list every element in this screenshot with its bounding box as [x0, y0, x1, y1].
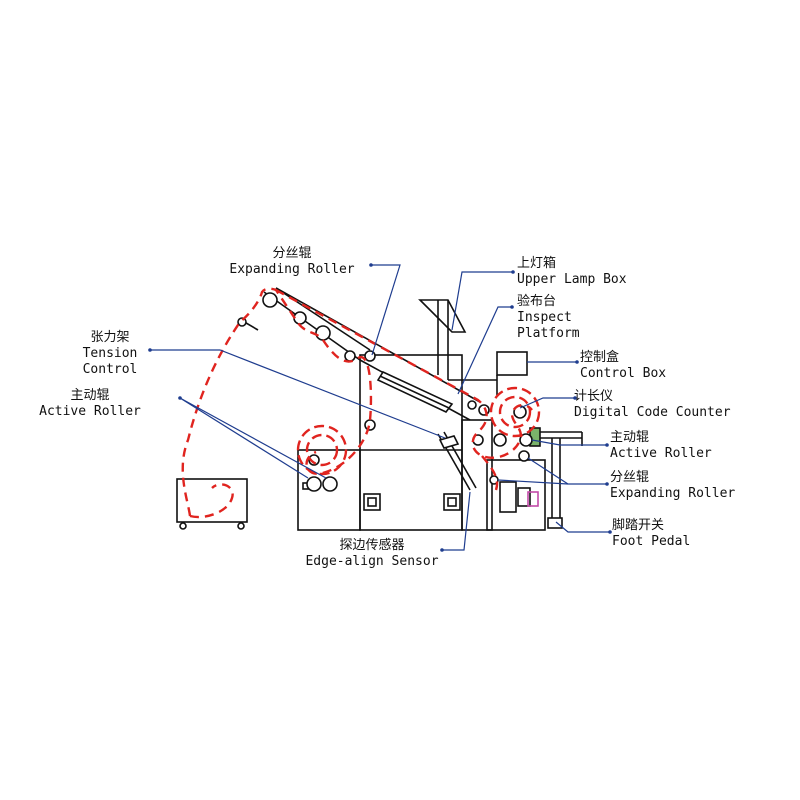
rollers	[237, 292, 533, 492]
right-rotation-ring	[489, 386, 541, 438]
leader-expanding-roller-right-a	[527, 457, 607, 485]
roller	[262, 292, 278, 308]
upper-beam	[263, 291, 361, 361]
label-en-1: Inspect	[517, 310, 572, 325]
label-en: Active Roller	[39, 404, 141, 419]
label-edge-align-sensor: 探边传感器 Edge-align Sensor	[302, 538, 442, 570]
label-zh: 上灯箱	[517, 256, 557, 271]
upper-lamp-box	[418, 299, 467, 333]
rotation-arcs	[296, 386, 541, 476]
label-en: Upper Lamp Box	[517, 272, 627, 287]
label-en: Edge-align Sensor	[305, 554, 439, 569]
cart-wheel	[237, 522, 245, 530]
roller	[364, 350, 376, 362]
leader-upper-lamp-box	[451, 271, 513, 331]
body-panel	[443, 493, 461, 511]
label-zh: 张力架	[90, 330, 130, 345]
leader-active-roller-left-a	[179, 397, 309, 479]
label-zh: 控制盒	[580, 350, 620, 365]
leader-inspect-platform	[457, 306, 512, 395]
label-foot-pedal: 脚踏开关 Foot Pedal	[612, 518, 690, 550]
label-en: Foot Pedal	[612, 534, 691, 549]
label-en-2: Platform	[517, 326, 580, 341]
leader-foot-pedal	[555, 521, 610, 533]
label-zh: 主动辊	[70, 388, 110, 403]
label-zh: 分丝辊	[272, 246, 312, 261]
label-active-roller-right: 主动辊 Active Roller	[610, 430, 712, 462]
label-en: Active Roller	[610, 446, 712, 461]
magenta-block	[527, 491, 539, 507]
label-en: Expanding Roller	[610, 486, 736, 501]
leader-lines	[150, 264, 610, 551]
motor-detail	[517, 487, 531, 507]
fabric-path	[181, 287, 533, 519]
cart-wheel	[179, 522, 187, 530]
label-zh: 主动辊	[610, 430, 650, 445]
label-zh: 计长仪	[574, 389, 614, 404]
leader-tension-control	[150, 349, 446, 439]
roller	[467, 400, 477, 410]
left-rotation-ring	[296, 424, 348, 476]
leader-expanding-roller-top	[371, 264, 401, 356]
body-panel	[363, 493, 381, 511]
leader-active-roller-right	[531, 439, 607, 446]
leader-active-roller-left-b	[179, 397, 327, 479]
label-zh: 脚踏开关	[612, 518, 665, 533]
active-roller-left-a	[306, 476, 322, 492]
left-rotation-ring-inner	[305, 433, 339, 467]
label-en-1: Tension	[82, 346, 138, 361]
roller	[308, 454, 320, 466]
label-control-box: 控制盒 Control Box	[580, 350, 666, 382]
label-en: Control Box	[580, 366, 667, 381]
roller	[293, 311, 307, 325]
label-expanding-roller-right: 分丝辊 Expanding Roller	[610, 470, 735, 502]
right-rotation-ring-inner	[498, 395, 532, 429]
winding-unit	[486, 459, 546, 531]
fabric-cart	[176, 478, 248, 523]
foot-pedal	[547, 517, 563, 529]
active-roller-right-a	[493, 433, 507, 447]
label-active-roller-left: 主动辊 Active Roller	[30, 388, 150, 420]
label-inspect-platform: 验布台 Inspect Platform	[517, 294, 580, 342]
label-zh: 探边传感器	[339, 538, 405, 553]
leader-digital-code-counter	[519, 397, 575, 409]
label-digital-code-counter: 计长仪 Digital Code Counter	[574, 389, 731, 421]
active-roller-left-b	[322, 476, 338, 492]
motor-block	[499, 481, 517, 513]
edge-sensor	[438, 435, 460, 449]
label-tension-control: 张力架 Tension Control	[70, 330, 150, 378]
roller	[315, 325, 331, 341]
roller	[344, 350, 356, 362]
roller	[364, 419, 376, 431]
label-en: Digital Code Counter	[574, 405, 731, 420]
label-expanding-roller-top: 分丝辊 Expanding Roller	[222, 246, 362, 278]
control-box	[496, 351, 528, 376]
label-en: Expanding Roller	[229, 262, 355, 277]
label-upper-lamp-box: 上灯箱 Upper Lamp Box	[517, 256, 627, 288]
leader-dots	[148, 263, 612, 552]
label-zh: 验布台	[517, 294, 557, 309]
machine-frame	[176, 287, 583, 531]
expanding-roller-right	[518, 450, 530, 462]
leader-expanding-roller-right-b	[497, 479, 569, 485]
label-en-2: Control	[82, 362, 138, 377]
leader-edge-align-sensor	[442, 491, 471, 551]
label-zh: 分丝辊	[610, 470, 650, 485]
